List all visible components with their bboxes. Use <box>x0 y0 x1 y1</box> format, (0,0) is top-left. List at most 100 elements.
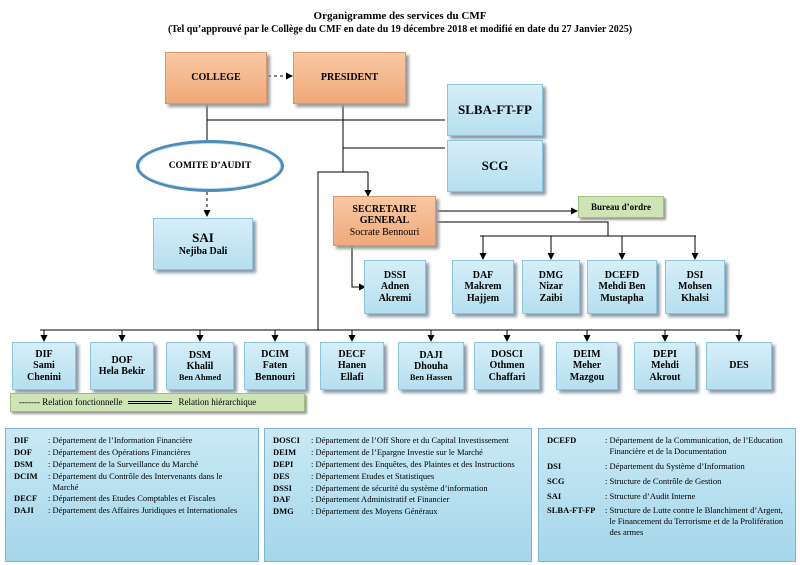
legend-separator: : <box>48 493 53 504</box>
legend-definition: Département du Contrôle des Intervenants… <box>52 470 223 492</box>
legend-abbr: DES <box>273 470 290 481</box>
legend-separator: : <box>48 435 53 445</box>
dept-code: DAJI <box>419 349 443 361</box>
legend-abbr: SCG <box>547 475 565 486</box>
legend-abbr: DAF <box>273 494 291 505</box>
hierarchical-line-sample <box>128 401 173 404</box>
dept-code: DIF <box>35 348 53 360</box>
dept-l2: Ben Hassen <box>409 371 453 382</box>
unit-l2: Mustapha <box>600 292 644 304</box>
unit-code: DMG <box>538 269 564 281</box>
comite-audit-oval: COMITE D’AUDIT <box>136 140 284 192</box>
legend-column-3: DCEFD: Département de la Communication, … <box>538 428 796 562</box>
dept-l2: Mazgou <box>569 371 605 383</box>
legend-definition: Département des Affaires Juridiques et I… <box>52 505 238 516</box>
secretaire-general-box: SECRETAIRE GENERAL Socrate Bennouri <box>333 196 436 246</box>
legend-definition: Département Etudes et Statistiques <box>315 470 435 481</box>
legend-column-2: DOSCI: Département de l’Off Shore et du … <box>264 428 532 562</box>
president-box: PRESIDENT <box>293 52 406 104</box>
legend-abbr: DCIM <box>14 470 38 481</box>
slba-label: SLBA-FT-FP <box>458 101 532 117</box>
legend-abbr: DCEFD <box>547 435 577 445</box>
legend-abbr: DECF <box>14 493 38 504</box>
legend-entry: DMG: Département des Moyens Généraux <box>273 506 523 517</box>
bureau-ordre-box: Bureau d’ordre <box>578 196 664 218</box>
unit-l2: Zaibi <box>539 292 563 304</box>
legend-entry: DSM: Département de la Surveillance du M… <box>14 459 250 470</box>
dept-l2: Akrout <box>649 371 681 383</box>
legend-definition: Département de l’Information Financière <box>52 435 193 445</box>
dept-l1: Mehdi <box>651 360 679 372</box>
legend-separator: : <box>311 458 316 469</box>
legend-definition: Département de l’Epargne Investie sur le… <box>315 446 483 457</box>
dept-l1: Faten <box>262 360 288 372</box>
legend-entry: DCIM: Département du Contrôle des Interv… <box>14 471 250 493</box>
dept-l1: Hanen <box>337 360 367 372</box>
sg-dssi-link <box>351 246 366 291</box>
slba-box: SLBA-FT-FP <box>447 84 543 136</box>
unit-l1: Adnen <box>380 281 410 293</box>
legend-entry: SLBA-FT-FP: Structure de Lutte contre le… <box>547 505 787 538</box>
legend-definition: Département des Enquêtes, des Plaintes e… <box>315 458 515 469</box>
legend-definition: Département des Etudes Comptables et Fis… <box>52 493 216 504</box>
legend-entry: DEPI: Département des Enquêtes, des Plai… <box>273 459 523 470</box>
page-subtitle: (Tel qu’approuvé par le Collège du CMF e… <box>167 24 633 35</box>
dept-l2: Ben Ahmed <box>178 371 222 382</box>
unit-l1: Nizar <box>539 281 563 293</box>
legend-abbr: DOSCI <box>273 435 300 445</box>
unit-l2: Akremi <box>378 292 412 304</box>
legend-entry: DOSCI: Département de l’Off Shore et du … <box>273 435 523 446</box>
legend-entry: DAJI: Département des Affaires Juridique… <box>14 505 250 516</box>
legend-entry: DOF: Département des Opérations Financiè… <box>14 447 250 458</box>
legend-separator: : <box>48 470 53 481</box>
legend-definition: Département des Opérations Financières <box>52 446 191 457</box>
unit-l2: Hajjem <box>466 292 500 304</box>
dept-code: DOF <box>111 354 133 366</box>
legend-abbr: DAJI <box>14 505 34 516</box>
legend-entry: SAI: Structure d’Audit Interne <box>547 491 787 502</box>
bureau-label: Bureau d’ordre <box>591 201 651 212</box>
legend-entry: DSSI: Département de sécurité du système… <box>273 483 523 494</box>
legend-entry: DIF: Département de l’Information Financ… <box>14 435 250 446</box>
comite-label: COMITE D’AUDIT <box>168 161 252 171</box>
legend-entry: DAF: Département Administratif et Financ… <box>273 494 523 505</box>
dept-code: DES <box>729 360 749 372</box>
unit-l2: Khalsi <box>681 292 709 304</box>
dept-des-box: DES <box>706 342 772 390</box>
legend-entry: DCEFD: Département de la Communication, … <box>547 435 787 457</box>
legend-abbr: DOF <box>14 446 32 457</box>
dept-l2: Chenini <box>27 371 61 383</box>
legend-entry: DEIM: Département de l’Epargne Investie … <box>273 447 523 458</box>
legend-abbr: DEPI <box>273 458 294 469</box>
unit-code: DSSI <box>383 269 407 281</box>
legend-definition: Département Administratif et Financier <box>315 494 450 505</box>
dept-code: DECF <box>338 348 366 360</box>
legend-abbr: DSSI <box>273 482 292 493</box>
legend-definition: Département des Moyens Généraux <box>315 506 438 517</box>
legend-abbr: DIF <box>14 435 29 445</box>
legend-entry: SCG: Structure de Contrôle de Gestion <box>547 476 787 487</box>
legend-definition: Département de sécurité du système d’inf… <box>315 482 488 493</box>
dept-code: DOSCI <box>491 348 523 360</box>
sai-box: SAI Nejiba Dali <box>153 218 253 270</box>
dept-l1: Khalil <box>186 361 214 373</box>
unit-code: DAF <box>472 269 494 281</box>
legend-definition: Structure de Lutte contre le Blanchiment… <box>609 505 784 538</box>
legend-separator: : <box>311 506 316 517</box>
sai-name: Nejiba Dali <box>178 245 228 257</box>
legend-definition: Structure d’Audit Interne <box>609 490 696 501</box>
dept-l1: Dhouha <box>414 361 448 373</box>
legend-separator: : <box>311 446 316 457</box>
